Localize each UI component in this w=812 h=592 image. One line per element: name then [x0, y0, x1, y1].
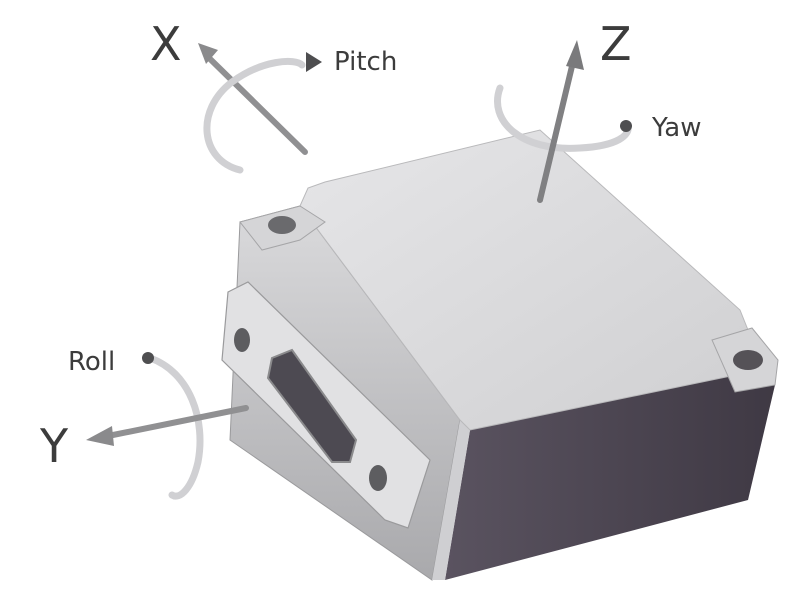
block-front-face — [445, 370, 775, 580]
roll-arrow-end — [142, 352, 154, 364]
block-top-face — [299, 129, 761, 431]
pitch-rotation-arrow — [203, 57, 306, 174]
y-axis-label: Y — [39, 419, 69, 473]
x-axis-rod — [203, 52, 308, 155]
mount-hole-top-left — [268, 216, 296, 234]
block-front-edge — [432, 420, 470, 580]
flange-screw-hole-upper — [234, 328, 250, 352]
x-axis-group: X Pitch — [150, 17, 397, 174]
connector-port — [266, 348, 358, 463]
mount-hole-right — [733, 350, 763, 370]
roll-label: Roll — [68, 347, 115, 377]
x-axis-label: X — [150, 17, 182, 71]
z-axis-label: Z — [600, 17, 632, 71]
y-axis-rod — [105, 405, 249, 439]
z-axis-group: Z Yaw — [494, 17, 702, 203]
pitch-label: Pitch — [334, 47, 397, 77]
sensor-block — [221, 129, 779, 581]
yaw-arrow-end — [620, 120, 632, 132]
pitch-arrowhead — [306, 52, 322, 72]
z-axis-arrowhead — [566, 40, 584, 70]
yaw-rotation-arrow — [494, 84, 632, 152]
y-axis-arrowhead — [86, 426, 114, 446]
x-axis-arrowhead — [198, 43, 218, 64]
y-axis-group: Y Roll — [39, 347, 249, 500]
flange-screw-hole-lower — [369, 465, 387, 491]
roll-rotation-arrow — [146, 354, 204, 500]
z-axis-rod — [537, 59, 576, 203]
yaw-label: Yaw — [651, 113, 702, 143]
